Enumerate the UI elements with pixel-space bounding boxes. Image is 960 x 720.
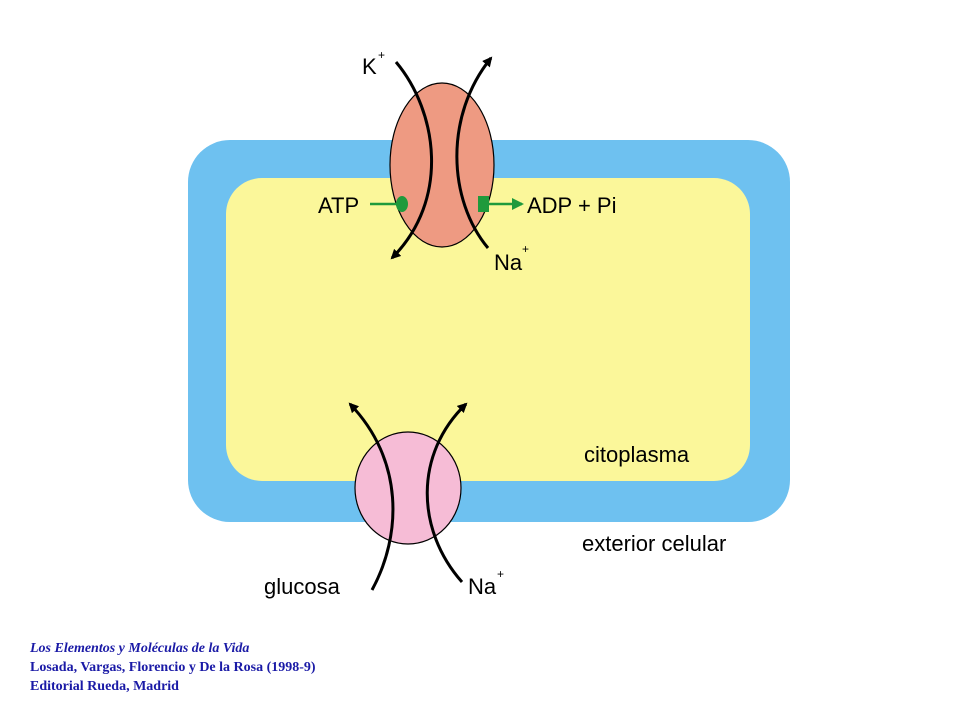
adp-pi-label: ADP + Pi xyxy=(527,193,616,218)
glucose-inward-arrow xyxy=(348,402,395,591)
phosphate-release-marker xyxy=(478,196,489,212)
atp-label: ATP xyxy=(318,193,359,218)
sodium-outward-arrow xyxy=(455,56,493,249)
potassium-inward-arrow xyxy=(390,61,433,260)
citation-title: Los Elementos y Moléculas de la Vida xyxy=(30,641,250,656)
sodium-charge-top: + xyxy=(522,242,529,256)
citation-publisher: Editorial Rueda, Madrid xyxy=(30,679,179,694)
sodium-charge-bottom: + xyxy=(497,567,504,581)
glucose-sodium-cotransporter xyxy=(354,431,462,545)
citation-authors: Losada, Vargas, Florencio y De la Rosa (… xyxy=(30,660,316,675)
atp-binding-site-marker xyxy=(396,196,408,212)
sodium-label-bottom: Na xyxy=(468,574,497,599)
potassium-charge: + xyxy=(378,48,385,62)
potassium-label: K xyxy=(362,54,377,79)
cytoplasm-region xyxy=(226,178,750,481)
cytoplasm-label: citoplasma xyxy=(584,442,690,467)
sodium-cotransport-inward-arrow xyxy=(425,402,468,583)
sodium-potassium-pump xyxy=(389,82,495,248)
sodium-label-top: Na xyxy=(494,250,523,275)
glucose-label: glucosa xyxy=(264,574,341,599)
exterior-label: exterior celular xyxy=(582,531,726,556)
